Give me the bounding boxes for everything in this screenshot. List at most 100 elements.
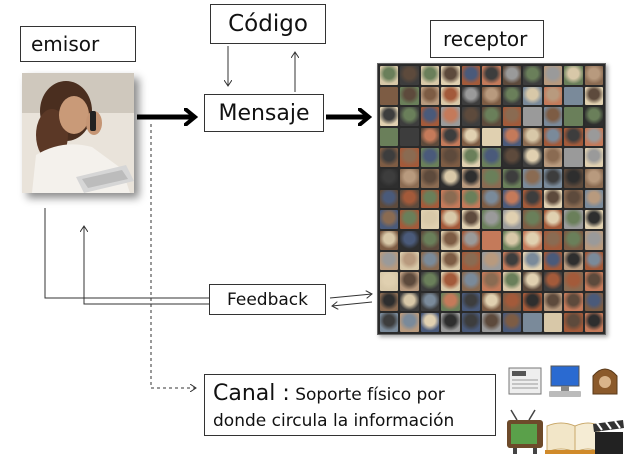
audience-avatar-tile	[380, 86, 399, 106]
audience-avatar-tile	[461, 66, 481, 85]
audience-avatar-tile	[502, 210, 522, 229]
audience-avatar-tile	[543, 230, 563, 250]
audience-avatar-tile	[400, 66, 419, 85]
audience-avatar-tile	[502, 86, 522, 106]
audience-avatar-tile	[441, 272, 460, 291]
audience-avatar-tile	[400, 210, 419, 229]
audience-avatar-tile	[461, 210, 481, 229]
audience-avatar-tile	[461, 169, 481, 188]
audience-avatar-tile	[564, 292, 583, 312]
audience-avatar-tile	[400, 230, 419, 250]
audience-avatar-tile	[420, 169, 440, 188]
mensaje-text: Mensaje	[218, 100, 310, 126]
audience-avatar-tile	[564, 230, 583, 250]
audience-avatar-tile	[543, 251, 563, 271]
audience-avatar-tile	[584, 210, 603, 229]
audience-avatar-tile	[584, 169, 603, 188]
mensaje-box: Mensaje	[204, 94, 324, 132]
audience-avatar-tile	[482, 230, 501, 250]
canal-description: Soporte físico por donde circula la info…	[213, 385, 455, 431]
audience-avatar-tile	[564, 251, 583, 271]
audience-avatar-tile	[502, 189, 522, 209]
audience-avatar-tile	[502, 313, 522, 332]
television-icon	[507, 409, 543, 454]
audience-avatar-tile	[441, 251, 460, 271]
audience-avatar-tile	[461, 148, 481, 168]
audience-avatar-tile	[584, 251, 603, 271]
audience-avatar-tile	[420, 251, 440, 271]
audience-avatar-tile	[441, 127, 460, 147]
audience-avatar-tile	[523, 292, 542, 312]
book-icon	[545, 422, 601, 454]
newspaper-icon	[508, 367, 542, 395]
emisor-photo	[22, 73, 134, 193]
audience-avatar-tile	[441, 292, 460, 312]
audience-avatar-tile	[482, 189, 501, 209]
audience-avatar-tile	[441, 169, 460, 188]
audience-avatar-tile	[461, 230, 481, 250]
emisor-text: emisor	[31, 32, 100, 56]
audience-avatar-tile	[564, 66, 583, 85]
audience-avatar-tile	[400, 107, 419, 126]
audience-avatar-tile	[420, 66, 440, 85]
audience-avatar-tile	[461, 86, 481, 106]
audience-avatar-tile	[564, 148, 583, 168]
audience-avatar-tile	[482, 313, 501, 332]
audience-avatar-tile	[482, 107, 501, 126]
audience-avatar-tile	[564, 86, 583, 106]
computer-icon	[549, 365, 581, 397]
radio-icon	[592, 368, 618, 395]
audience-avatar-tile	[441, 210, 460, 229]
audience-avatar-tile	[523, 86, 542, 106]
audience-avatar-tile	[543, 107, 563, 126]
emisor-label: emisor	[20, 26, 136, 62]
audience-avatar-tile	[380, 230, 399, 250]
audience-avatar-tile	[564, 127, 583, 147]
audience-avatar-tile	[400, 251, 419, 271]
audience-avatar-tile	[543, 272, 563, 291]
audience-avatar-tile	[543, 127, 563, 147]
audience-avatar-tile	[584, 66, 603, 85]
audience-avatar-tile	[441, 230, 460, 250]
audience-avatar-tile	[482, 210, 501, 229]
audience-avatar-tile	[380, 189, 399, 209]
canal-dashed-line	[150, 124, 196, 388]
audience-avatar-tile	[543, 148, 563, 168]
audience-avatar-tile	[400, 189, 419, 209]
audience-avatar-tile	[461, 313, 481, 332]
audience-avatar-tile	[482, 86, 501, 106]
audience-avatar-tile	[461, 189, 481, 209]
audience-avatar-tile	[584, 272, 603, 291]
audience-avatar-tile	[523, 66, 542, 85]
audience-avatar-tile	[380, 251, 399, 271]
audience-avatar-tile	[502, 148, 522, 168]
audience-avatar-tile	[420, 127, 440, 147]
audience-avatar-tile	[441, 66, 460, 85]
codigo-text: Código	[228, 11, 308, 37]
canal-title: Canal :	[213, 381, 290, 406]
audience-avatar-tile	[564, 272, 583, 291]
audience-avatar-tile	[523, 230, 542, 250]
codigo-label: Código	[210, 4, 326, 44]
audience-avatar-tile	[584, 230, 603, 250]
audience-avatar-tile	[482, 127, 501, 147]
audience-avatar-tile	[482, 148, 501, 168]
clapperboard-icon	[593, 420, 624, 454]
audience-avatar-tile	[400, 292, 419, 312]
audience-avatar-tile	[564, 107, 583, 126]
audience-avatar-tile	[502, 251, 522, 271]
audience-avatar-tile	[523, 251, 542, 271]
receptor-collage	[377, 63, 606, 335]
receptor-text: receptor	[443, 27, 528, 51]
canal-box: Canal : Soporte físico por donde circula…	[204, 374, 496, 436]
audience-avatar-tile	[441, 189, 460, 209]
audience-avatar-tile	[502, 230, 522, 250]
arrow-receptor-to-feedback	[332, 302, 373, 306]
feedback-line-inner	[84, 226, 209, 305]
audience-avatar-tile	[380, 313, 399, 332]
audience-avatar-tile	[543, 66, 563, 85]
audience-avatar-tile	[543, 313, 563, 332]
audience-avatar-tile	[523, 148, 542, 168]
audience-avatar-tile	[543, 292, 563, 312]
